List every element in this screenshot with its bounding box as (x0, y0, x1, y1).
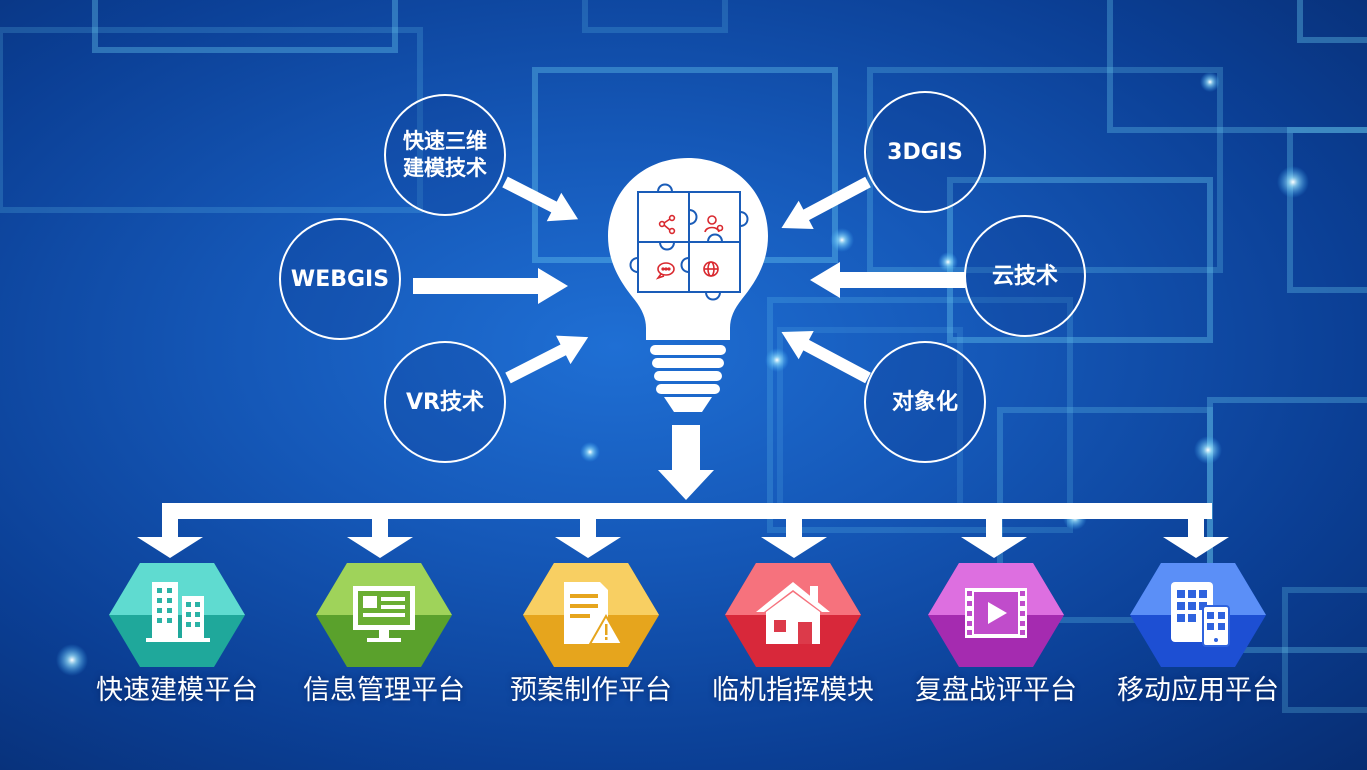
hexagon-badge (1130, 563, 1266, 667)
video-play-icon (965, 588, 1027, 638)
tech-label: 3DGIS (887, 139, 963, 165)
module-rapid-modeling: 快速建模平台 (77, 560, 277, 708)
hexagon-badge (109, 563, 245, 667)
module-plan-making: 预案制作平台 (491, 560, 691, 708)
hexagon-badge (725, 563, 861, 667)
module-review: 复盘战评平台 (896, 560, 1096, 708)
tech-label: WEBGIS (290, 266, 390, 292)
chat-icon (655, 262, 675, 280)
tech-circle-webgis: WEBGIS (279, 218, 401, 340)
arrow-objectification-to-bulb (781, 331, 871, 384)
module-label: 移动应用平台 (1117, 675, 1279, 706)
tech-label: VR技术 (406, 389, 484, 415)
tech-circle-objectification: 对象化 (864, 341, 986, 463)
user-settings-icon (704, 215, 724, 233)
distribution-bar (162, 503, 1212, 519)
arrow-cloud-to-bulb (810, 262, 965, 298)
tech-label: 云技术 (991, 263, 1058, 289)
arrow-rapid-3d-to-bulb (502, 176, 579, 222)
tech-circle-rapid-3d-modeling: 快速三维 建模技术 (384, 94, 506, 216)
arrow-bulb-down (658, 425, 714, 500)
share-icon (658, 214, 676, 235)
lightbulb-icon (608, 158, 768, 412)
hexagon-badge (523, 563, 659, 667)
module-command: 临机指挥模块 (693, 560, 893, 708)
hexagon-badge (928, 563, 1064, 667)
module-label: 复盘战评平台 (915, 675, 1077, 706)
tech-label: 对象化 (891, 389, 958, 415)
monitor-icon (353, 586, 415, 642)
tech-circle-vr: VR技术 (384, 341, 506, 463)
globe-icon (703, 261, 719, 277)
module-label: 信息管理平台 (303, 675, 465, 706)
module-label: 临机指挥模块 (712, 675, 874, 706)
hexagon-badge (316, 563, 452, 667)
tech-circle-cloud: 云技术 (964, 215, 1086, 337)
arrow-webgis-to-bulb (413, 268, 568, 304)
arrow-vr-to-bulb (505, 335, 589, 384)
tech-circle-3dgis: 3DGIS (864, 91, 986, 213)
module-mobile: 移动应用平台 (1098, 560, 1298, 708)
arrow-3dgis-to-bulb (781, 176, 871, 229)
tech-label: 快速三维 建模技术 (403, 129, 487, 180)
document-warning-icon (564, 582, 624, 645)
module-label: 快速建模平台 (96, 675, 258, 706)
tablet-phone-icon (1171, 582, 1230, 647)
module-information-management: 信息管理平台 (284, 560, 484, 708)
module-label: 预案制作平台 (510, 675, 672, 706)
